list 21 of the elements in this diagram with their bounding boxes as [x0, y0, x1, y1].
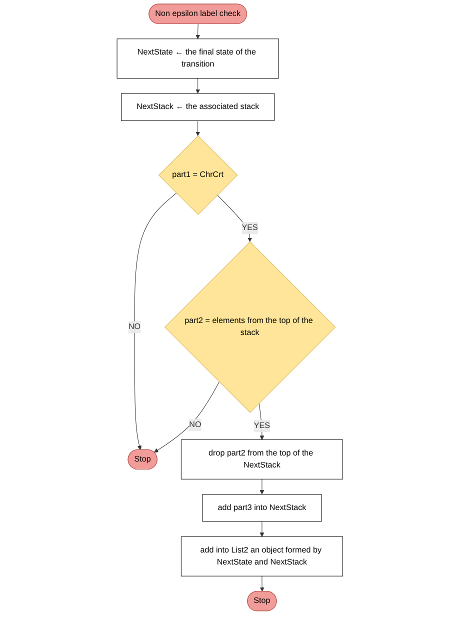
arrow — [259, 478, 264, 494]
node-diamond: part2 = elements from the top of the stack — [164, 241, 336, 413]
node-box: add into List2 an object formed by NextState and NextStack — [180, 536, 343, 576]
arrow — [259, 576, 264, 592]
node-box: NextState ← the final state of the transition — [116, 38, 278, 79]
arrow — [134, 192, 176, 450]
arrow — [195, 120, 200, 136]
edge-label: NO — [128, 322, 140, 332]
arrow — [154, 382, 220, 453]
edge-label: YES — [241, 224, 258, 232]
arrow — [216, 194, 252, 242]
node-diamond: part1 = ChrCrt — [158, 135, 238, 215]
node-box: add part3 into NextStack — [202, 494, 322, 522]
edge-label: YES — [253, 422, 270, 430]
arrow — [195, 24, 200, 40]
node-box: NextStack ← the associated stack — [120, 93, 274, 121]
arrow — [259, 521, 264, 537]
arrow — [258, 402, 264, 440]
edge-label: NO — [188, 420, 201, 430]
node-box: drop part2 from the top of the NextStack — [180, 439, 343, 480]
arrow — [195, 78, 200, 94]
